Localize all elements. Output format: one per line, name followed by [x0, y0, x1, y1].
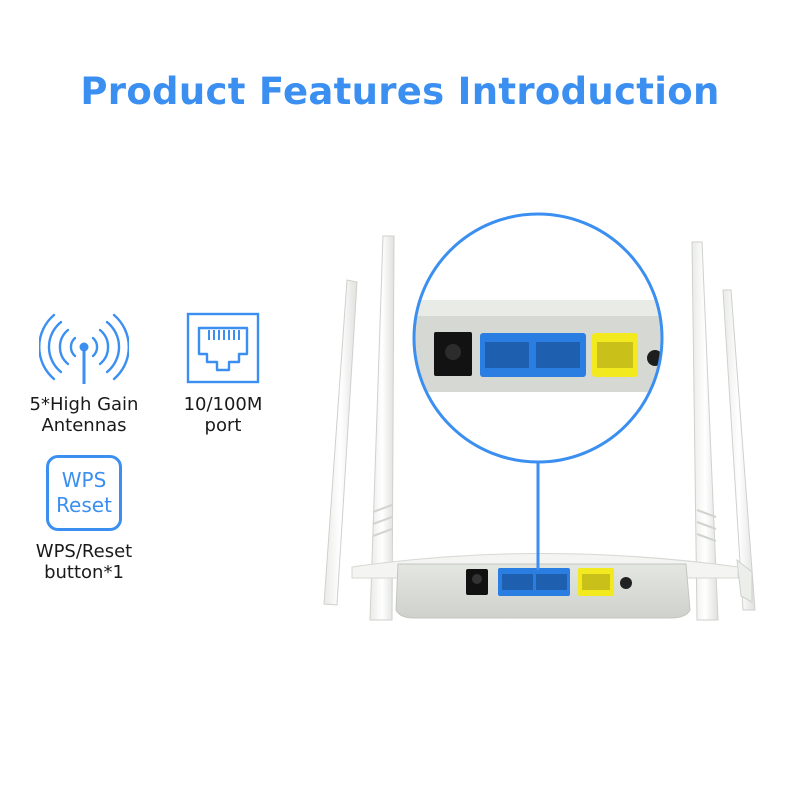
feature-antennas: 5*High Gain Antennas	[24, 308, 144, 436]
antennas-caption-line2: Antennas	[41, 415, 127, 436]
wps-reset-badge-icon: WPS Reset	[46, 455, 122, 531]
port-caption-line1: 10/100M	[183, 394, 263, 415]
ethernet-port-icon	[186, 312, 260, 384]
antenna-right-inner	[691, 241, 719, 621]
antenna-left-outer	[323, 279, 358, 606]
port-caption-line2: port	[204, 415, 242, 436]
feature-wps-reset: WPS Reset WPS/Reset button*1	[24, 455, 144, 583]
antenna-right-outer	[722, 289, 756, 611]
antenna-icon	[39, 313, 129, 384]
feature-port: 10/100M port	[168, 308, 278, 436]
antennas-caption-line1: 5*High Gain	[29, 394, 139, 415]
wps-badge-line1: WPS	[61, 468, 107, 492]
wps-badge-line2: Reset	[56, 493, 112, 517]
antenna-left-inner	[369, 235, 395, 621]
router-body	[351, 553, 739, 619]
wps-caption-line1: WPS/Reset	[35, 541, 133, 562]
zoom-lens	[412, 212, 664, 464]
page-title: Product Features Introduction	[80, 70, 720, 113]
wps-caption-line2: button*1	[44, 562, 124, 583]
